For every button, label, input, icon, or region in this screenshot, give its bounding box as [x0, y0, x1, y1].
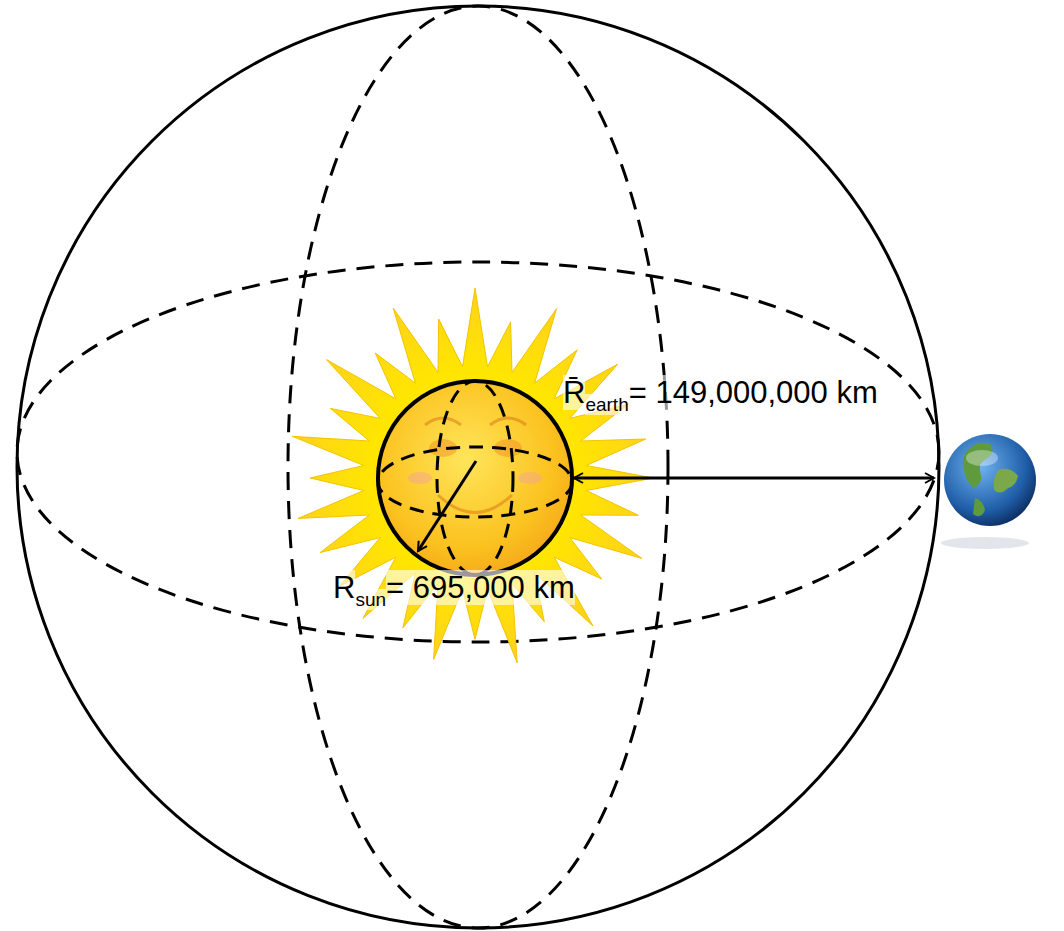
sun-body [378, 381, 572, 575]
earth-globe [941, 434, 1036, 549]
dimension-text: R [333, 570, 355, 605]
meridian-ellipse [288, 6, 668, 928]
radius-arrow [418, 461, 476, 551]
dimension-text: R̄ [563, 375, 585, 410]
sun-equator [378, 447, 572, 517]
subscript-text: sun [355, 589, 386, 610]
distance-arrow [574, 477, 934, 480]
sun-meridian [437, 381, 513, 575]
sun-radius-label: Rsun= 695,000 km [333, 571, 575, 611]
dimension-text: = 149,000,000 km [629, 375, 878, 410]
sun-rays [292, 288, 653, 663]
earth-distance-label: R̄earth= 149,000,000 km [563, 376, 878, 416]
dimension-text: = 695,000 km [386, 570, 575, 605]
outer-sphere [17, 6, 939, 928]
subscript-text: earth [585, 394, 628, 415]
